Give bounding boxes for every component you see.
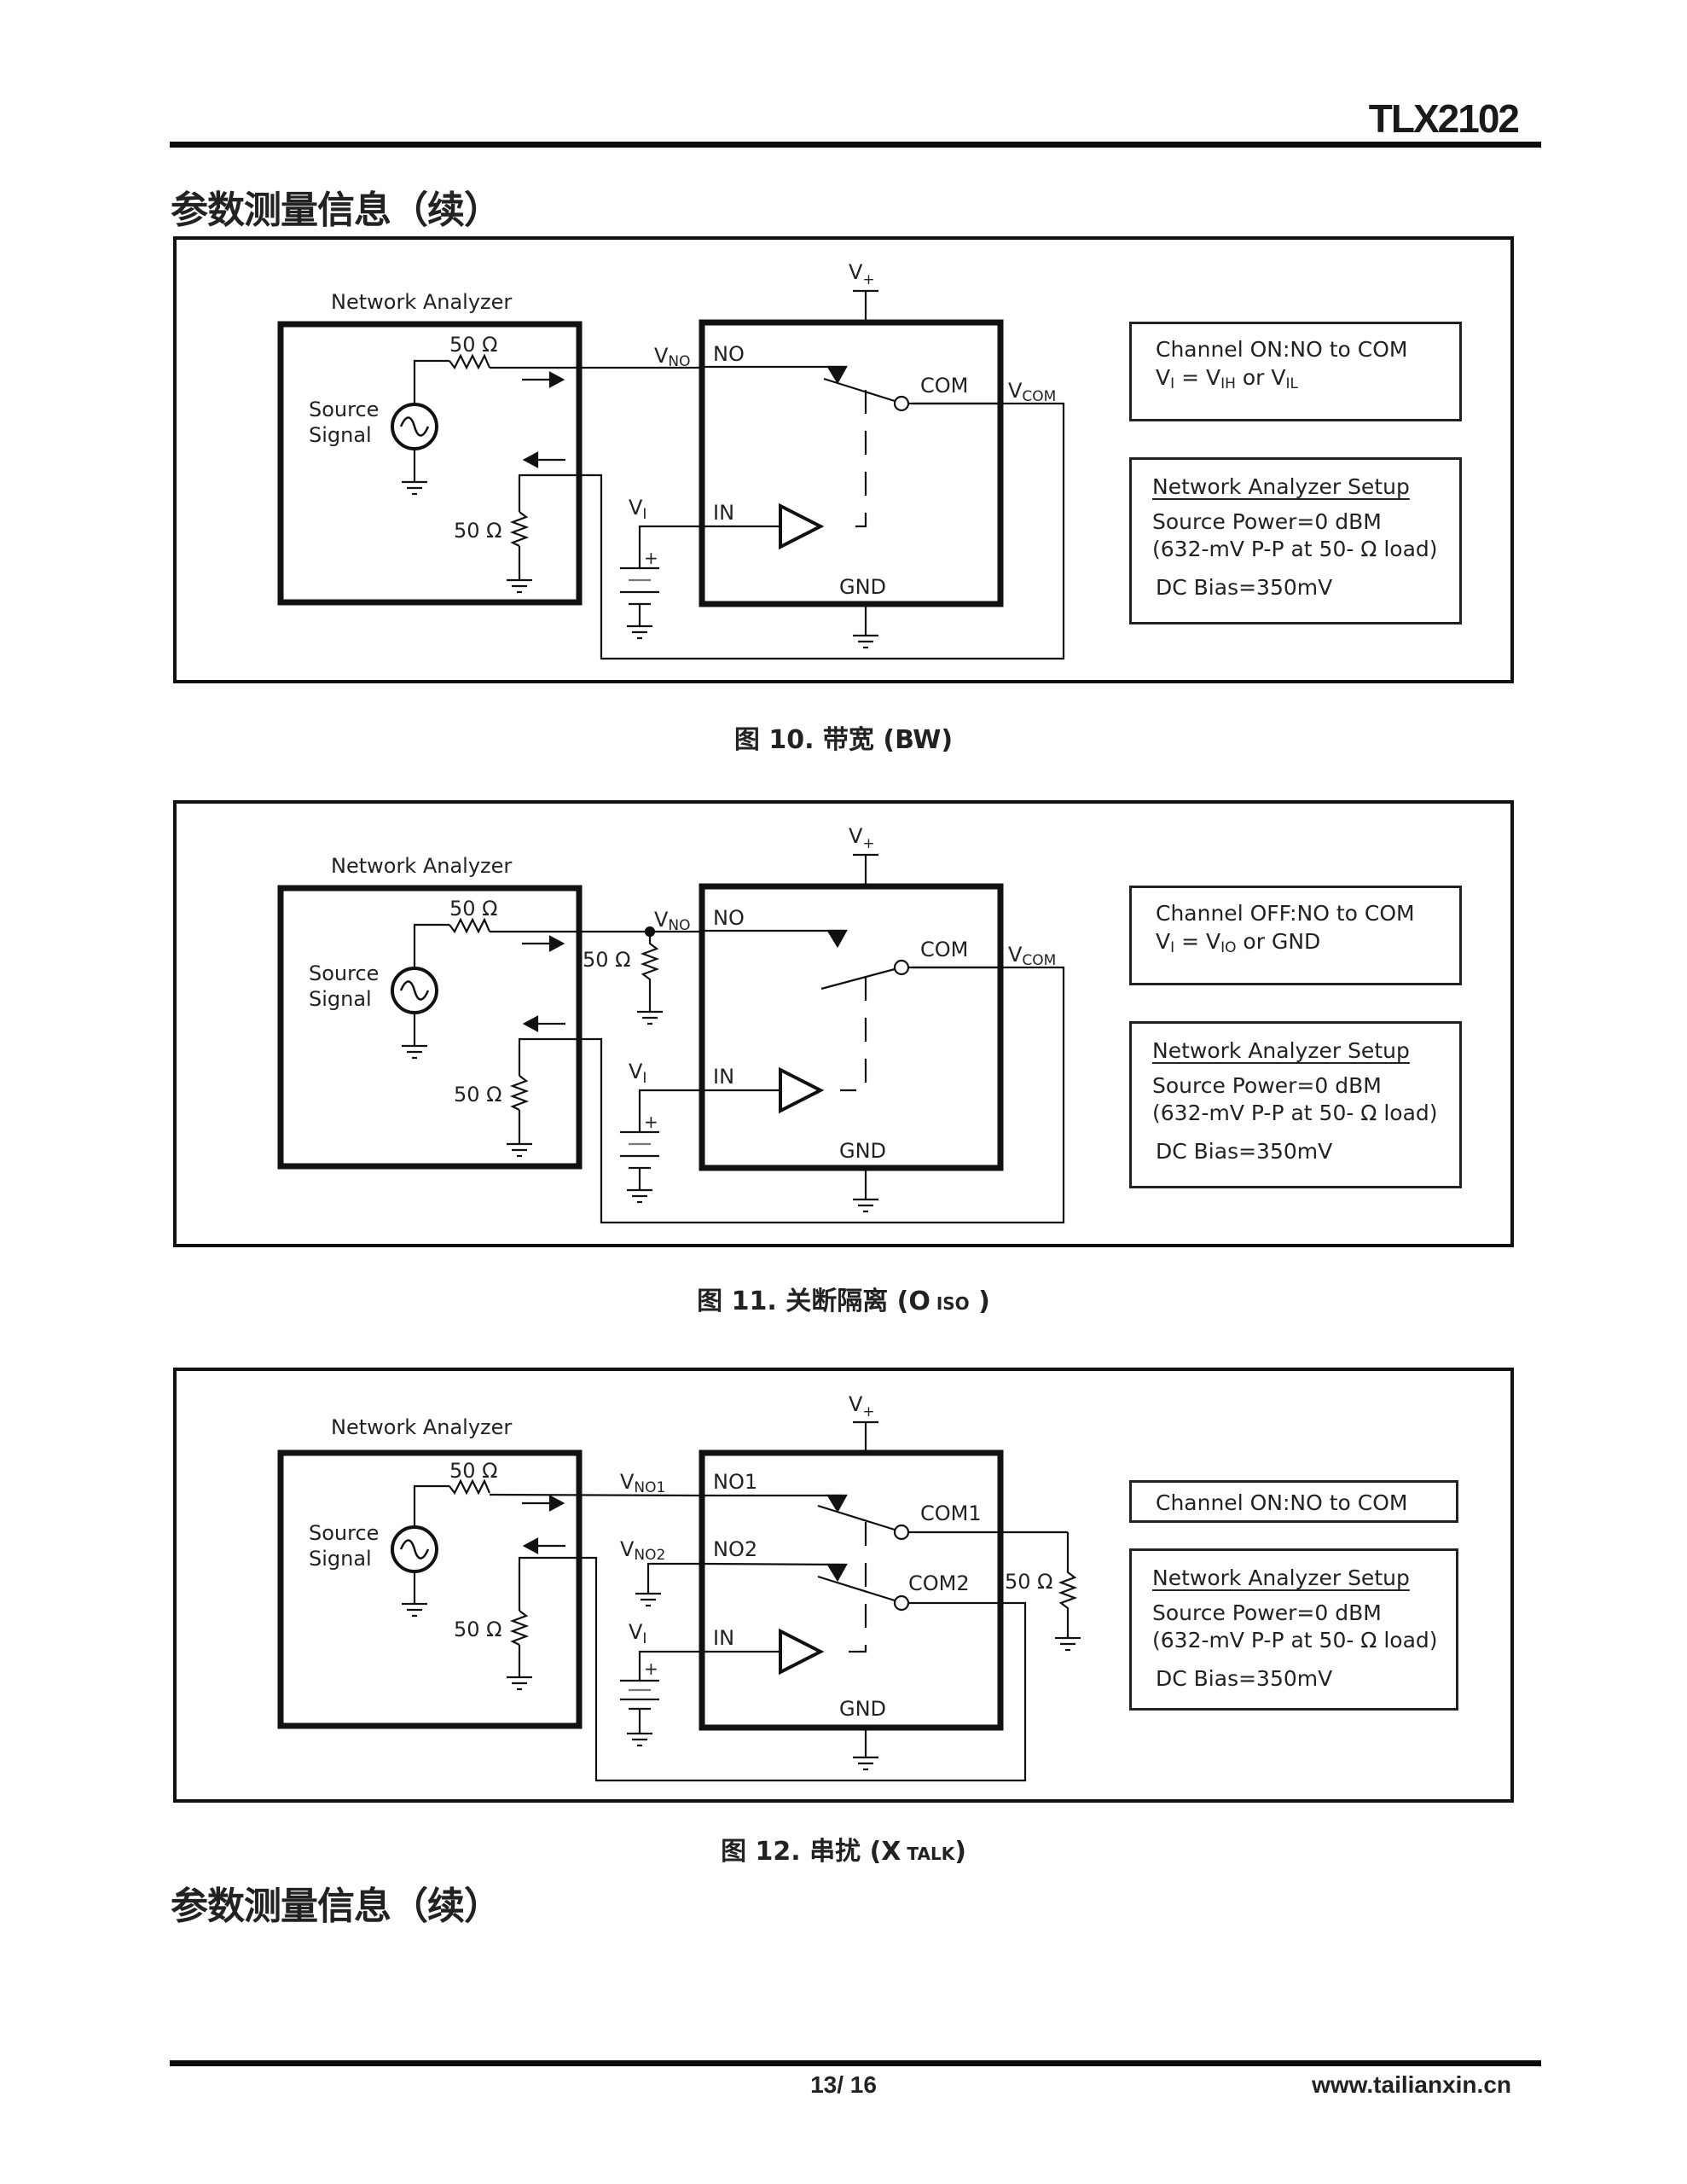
- no2-pin-label: NO2: [713, 1537, 757, 1561]
- svg-text:Signal: Signal: [309, 987, 372, 1011]
- svg-text:V+: V+: [849, 824, 875, 852]
- vi-condition: VI = VIO or GND: [1156, 928, 1321, 956]
- ground-icon: [402, 480, 427, 496]
- in-pin-label: IN: [713, 501, 734, 525]
- analyzer-setup-box: Network Analyzer Setup Source Power=0 dB…: [1129, 457, 1462, 624]
- header-rule: [170, 142, 1541, 148]
- source-resistor-label: 50 Ω: [449, 333, 498, 357]
- figure-12-frame: Network Analyzer 50 Ω Source Signal 50 Ω…: [173, 1368, 1514, 1803]
- no1-pin-label: NO1: [713, 1470, 757, 1494]
- section-heading: 参数测量信息（续）: [171, 189, 501, 232]
- shunt-resistor-label: 50 Ω: [583, 948, 631, 972]
- document-title: TLX2102: [1368, 96, 1520, 141]
- svg-text:VI: VI: [629, 1620, 646, 1647]
- svg-text:VCOM: VCOM: [1008, 943, 1056, 969]
- svg-text:Source: Source: [309, 1521, 379, 1545]
- svg-text:VI: VI: [629, 1060, 646, 1087]
- arrow-right-icon: [548, 371, 565, 388]
- svg-text:VI: VI: [629, 496, 646, 523]
- network-analyzer-box: [277, 321, 583, 606]
- network-analyzer-label: Network Analyzer: [331, 290, 512, 314]
- network-analyzer-label: Network Analyzer: [331, 1415, 512, 1439]
- shunt-resistor: [640, 932, 660, 1012]
- no-pin-label: NO: [713, 342, 745, 366]
- channel-info-box: Channel OFF:NO to COM VI = VIO or GND: [1129, 886, 1462, 985]
- svg-text:GND: GND: [839, 1697, 886, 1721]
- source-resistor: [449, 353, 491, 370]
- svg-text:IN: IN: [713, 1065, 734, 1089]
- channel-info-box: Channel ON:NO to COM VI = VIH or VIL: [1129, 322, 1462, 421]
- svg-text:COM: COM: [920, 938, 968, 961]
- com1-pin-label: COM1: [920, 1502, 982, 1525]
- svg-text:IN: IN: [713, 1626, 734, 1650]
- figure-11-caption: 图 11. 关断隔离 (O ISO ): [697, 1287, 990, 1316]
- figure-10-schematic: Network Analyzer 50 Ω Source Signal 50 Ω…: [277, 260, 1065, 660]
- svg-text:50 Ω: 50 Ω: [449, 1459, 498, 1483]
- load-resistor: [509, 511, 530, 547]
- com-pin-label: COM: [920, 374, 968, 398]
- com2-pin-label: COM2: [908, 1571, 970, 1595]
- svg-text:V+: V+: [849, 260, 875, 288]
- svg-text:VCOM: VCOM: [1008, 379, 1056, 405]
- svg-text:+: +: [644, 1112, 658, 1132]
- footer-rule: [170, 2060, 1541, 2066]
- switch-contact-icon: [826, 365, 848, 385]
- figure-10-frame: Network Analyzer 50 Ω Source Signal 50 Ω…: [173, 236, 1514, 683]
- figure-10-caption: 图 10. 带宽 (BW): [733, 725, 954, 755]
- load-resistor-label: 50 Ω: [454, 519, 502, 543]
- switch-ic-box: [699, 319, 1004, 607]
- page-number: 13/ 16: [810, 2071, 877, 2098]
- svg-text:NO: NO: [713, 906, 745, 930]
- channel-state: Channel OFF:NO to COM: [1156, 901, 1415, 926]
- svg-text:V+: V+: [849, 1392, 875, 1420]
- svg-text:50 Ω: 50 Ω: [454, 1083, 502, 1107]
- svg-text:Source: Source: [309, 961, 379, 985]
- analyzer-setup-box: Network Analyzer Setup Source Power=0 dB…: [1129, 1548, 1458, 1711]
- svg-text:50 Ω: 50 Ω: [454, 1618, 502, 1641]
- svg-text:+: +: [644, 1658, 658, 1679]
- figure-12-caption: 图 12. 串扰 (X TALK): [721, 1837, 966, 1867]
- svg-text:Signal: Signal: [309, 1547, 372, 1571]
- section-heading-continued: 参数测量信息（续）: [171, 1885, 501, 1928]
- website-link[interactable]: www.tailianxin.cn: [1312, 2071, 1511, 2098]
- network-analyzer-label: Network Analyzer: [331, 854, 512, 878]
- gnd-pin-label: GND: [839, 575, 886, 599]
- figure-11-frame: Network Analyzer 50 Ω Source Signal 50 Ω…: [173, 800, 1514, 1247]
- channel-state: Channel ON:NO to COM: [1156, 1490, 1408, 1515]
- channel-state: Channel ON:NO to COM: [1156, 337, 1408, 362]
- svg-text:VNO: VNO: [654, 908, 691, 934]
- figure-11-schematic: Network Analyzer 50 Ω Source Signal 50 Ω…: [277, 824, 1065, 1224]
- svg-text:50 Ω: 50 Ω: [449, 897, 498, 921]
- channel-info-box: Channel ON:NO to COM: [1129, 1480, 1458, 1523]
- analyzer-setup-box: Network Analyzer Setup Source Power=0 dB…: [1129, 1021, 1462, 1188]
- svg-text:GND: GND: [839, 1139, 886, 1163]
- arrow-left-icon: [522, 451, 539, 468]
- svg-text:VNO2: VNO2: [620, 1537, 665, 1564]
- source-label: Source: [309, 398, 379, 421]
- figure-12-schematic: Network Analyzer 50 Ω Source Signal 50 Ω…: [277, 1392, 1081, 1782]
- com1-load-label: 50 Ω: [1005, 1570, 1053, 1594]
- svg-text:VNO1: VNO1: [620, 1470, 665, 1496]
- source-label-2: Signal: [309, 423, 372, 447]
- svg-text:+: +: [644, 548, 658, 568]
- vi-condition: VI = VIH or VIL: [1156, 364, 1298, 392]
- svg-text:VNO: VNO: [654, 344, 691, 370]
